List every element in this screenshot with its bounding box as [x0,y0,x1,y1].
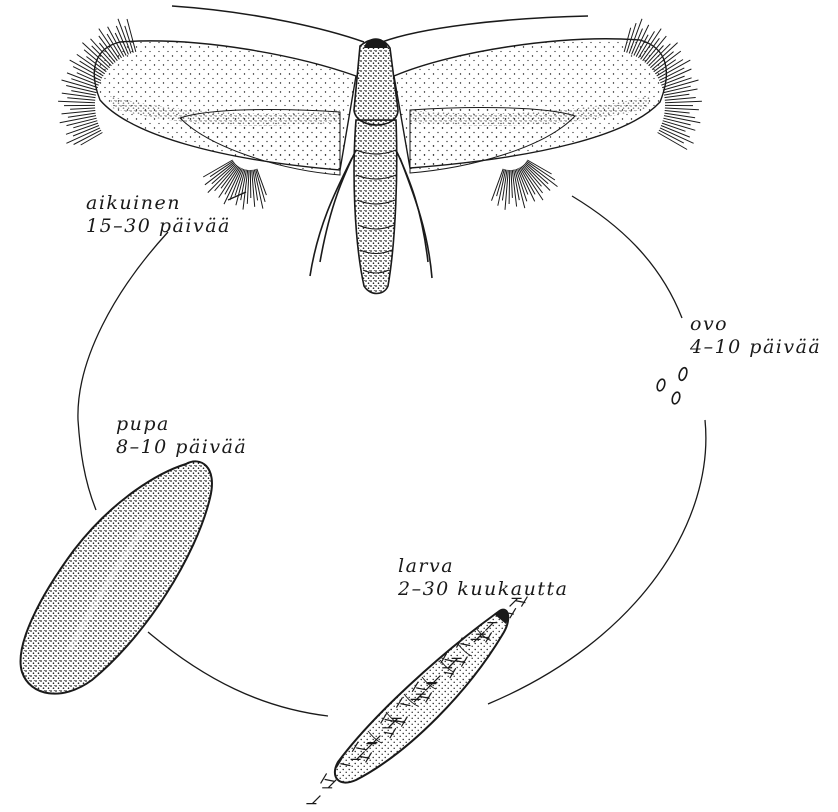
adult-stage-name: aikuinen [86,192,231,215]
larva-stage-duration: 2–30 kuukautta [398,578,568,601]
wing-hair [663,118,690,125]
larva-body [335,610,508,783]
moth-thorax [354,39,398,125]
cycle-arc-pupa-to-larva [148,632,328,716]
wing-hair [665,98,696,101]
wing-hair [664,86,691,92]
egg-stage-name: ovo [690,313,821,336]
moth-antenna-left [172,6,364,42]
pupa-stage-name: pupa [116,413,247,436]
wing-hair [70,108,95,109]
moth-abdomen [354,120,397,294]
pupa-stage-label: pupa 8–10 päivää [116,413,247,459]
silk-fibre [321,773,335,783]
silk-fibre [306,796,320,804]
adult-moth-illustration [58,6,702,294]
wing-hair [74,130,102,144]
wing-hair [658,133,688,150]
pupa-stage-duration: 8–10 päivää [116,436,247,459]
wing-hair [66,128,100,143]
wing-hair [660,128,694,143]
adult-stage-label: aikuinen 15–30 päivää [86,192,231,238]
egg-stage-label: ovo 4–10 päivää [690,313,821,359]
wing-hair [67,98,95,100]
egg-cluster [656,367,689,405]
wing-hair [58,101,95,103]
wing-hair [511,170,512,198]
wing-hair [505,170,508,210]
wing-hair [492,169,504,201]
wing-hair [665,101,702,103]
wing-hair [664,89,697,95]
egg [678,367,689,382]
cycle-arc-adult-to-egg [572,196,682,318]
egg [671,391,681,405]
wing-hair [665,108,699,110]
moth-antenna-right [382,16,588,42]
egg-stage-duration: 4–10 päivää [690,336,821,359]
wing-hair [509,170,510,204]
larva-stage-name: larva [398,555,568,578]
wing-hair [665,111,690,114]
wing-hair [527,160,551,174]
larva-illustration [306,597,527,804]
larva-stage-label: larva 2–30 kuukautta [398,555,568,601]
egg [656,378,666,392]
adult-stage-duration: 15–30 päivää [86,215,231,238]
wing-hair [250,170,251,198]
moth-head [364,38,388,48]
cycle-arc-adult-to-pupa [78,232,168,510]
